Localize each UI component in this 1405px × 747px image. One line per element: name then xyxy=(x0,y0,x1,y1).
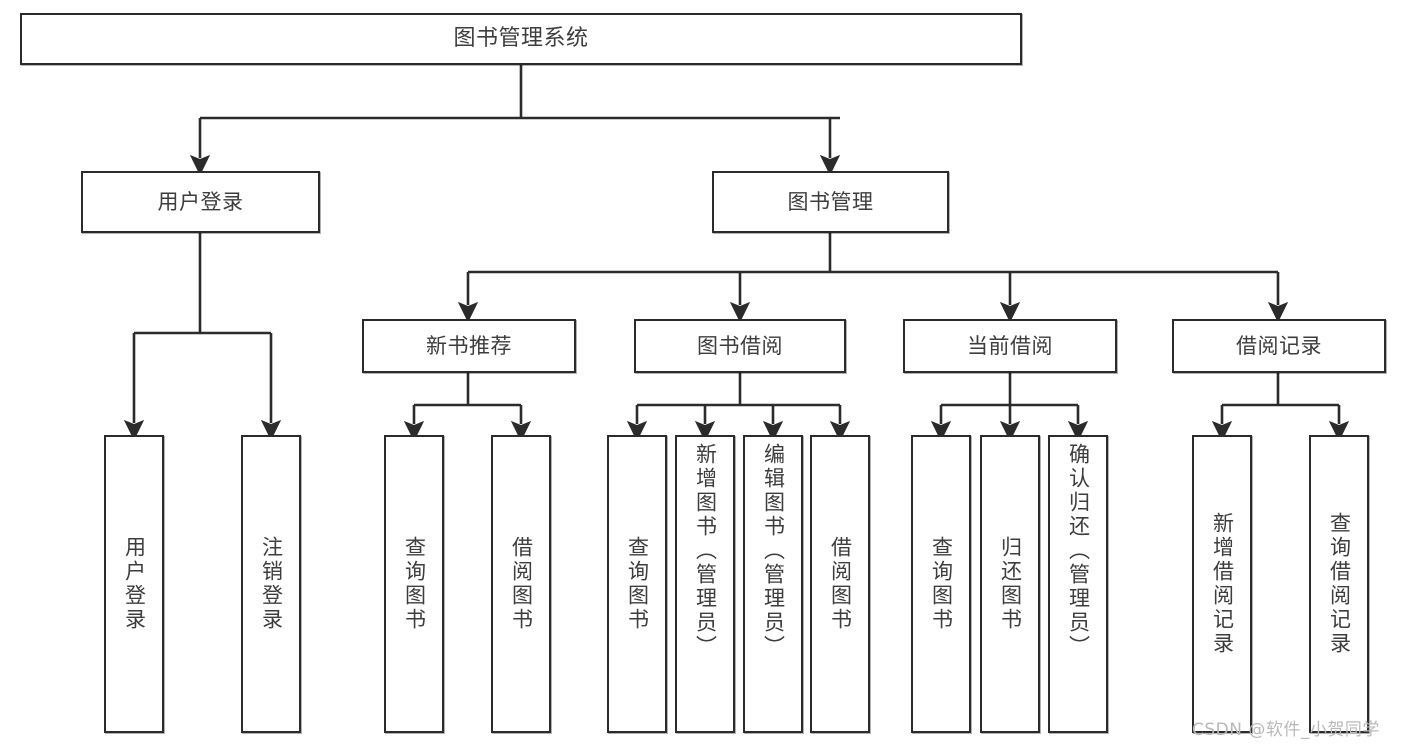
node-leaf-query-book-2[interactable]: 查询图书 xyxy=(607,435,667,733)
node-leaf-query-book-1[interactable]: 查询图书 xyxy=(384,435,444,733)
node-label: 借阅图书 xyxy=(509,536,534,632)
node-leaf-edit-book-admin[interactable]: 编辑图书（管理员） xyxy=(743,435,803,733)
node-label: 新增借阅记录 xyxy=(1210,512,1235,656)
csdn-watermark: CSDN @软件_小贺同学 xyxy=(1192,720,1380,740)
node-label: 用户登录 xyxy=(157,189,244,214)
node-leaf-user-login[interactable]: 用户登录 xyxy=(104,435,164,733)
node-label: 确认归还（管理员） xyxy=(1066,443,1091,659)
node-leaf-add-book-admin[interactable]: 新增图书（管理员） xyxy=(675,435,735,733)
node-label: 借阅记录 xyxy=(1236,333,1322,358)
node-label: 编辑图书（管理员） xyxy=(761,443,786,659)
node-label: 图书管理系统 xyxy=(453,26,589,52)
node-label: 借阅图书 xyxy=(828,536,853,632)
node-root-system[interactable]: 图书管理系统 xyxy=(20,13,1022,65)
node-book-borrow[interactable]: 图书借阅 xyxy=(634,319,846,373)
node-label: 归还图书 xyxy=(998,536,1023,632)
node-current-borrow[interactable]: 当前借阅 xyxy=(903,319,1117,373)
node-label: 查询图书 xyxy=(625,536,650,632)
node-label: 查询图书 xyxy=(402,536,427,632)
node-label: 当前借阅 xyxy=(967,333,1053,358)
node-label: 查询图书 xyxy=(929,536,954,632)
node-label: 新书推荐 xyxy=(426,333,512,358)
node-leaf-return-book[interactable]: 归还图书 xyxy=(980,435,1040,733)
node-label: 注销登录 xyxy=(259,536,284,632)
node-label: 用户登录 xyxy=(122,536,147,632)
node-label: 查询借阅记录 xyxy=(1327,512,1352,656)
node-leaf-add-borrow-record[interactable]: 新增借阅记录 xyxy=(1192,435,1252,733)
node-user-login[interactable]: 用户登录 xyxy=(81,171,320,233)
node-leaf-query-borrow-record[interactable]: 查询借阅记录 xyxy=(1309,435,1369,733)
node-leaf-logout-login[interactable]: 注销登录 xyxy=(241,435,301,733)
node-leaf-borrow-book-2[interactable]: 借阅图书 xyxy=(810,435,870,733)
node-label: 图书借阅 xyxy=(697,333,783,358)
node-new-book-recommend[interactable]: 新书推荐 xyxy=(362,319,576,373)
node-leaf-borrow-book-1[interactable]: 借阅图书 xyxy=(491,435,551,733)
node-borrow-record[interactable]: 借阅记录 xyxy=(1172,319,1386,373)
node-leaf-confirm-return-admin[interactable]: 确认归还（管理员） xyxy=(1048,435,1108,733)
node-label: 图书管理 xyxy=(787,189,874,214)
node-leaf-query-book-3[interactable]: 查询图书 xyxy=(911,435,971,733)
node-book-manage[interactable]: 图书管理 xyxy=(712,171,949,233)
node-label: 新增图书（管理员） xyxy=(693,443,718,659)
